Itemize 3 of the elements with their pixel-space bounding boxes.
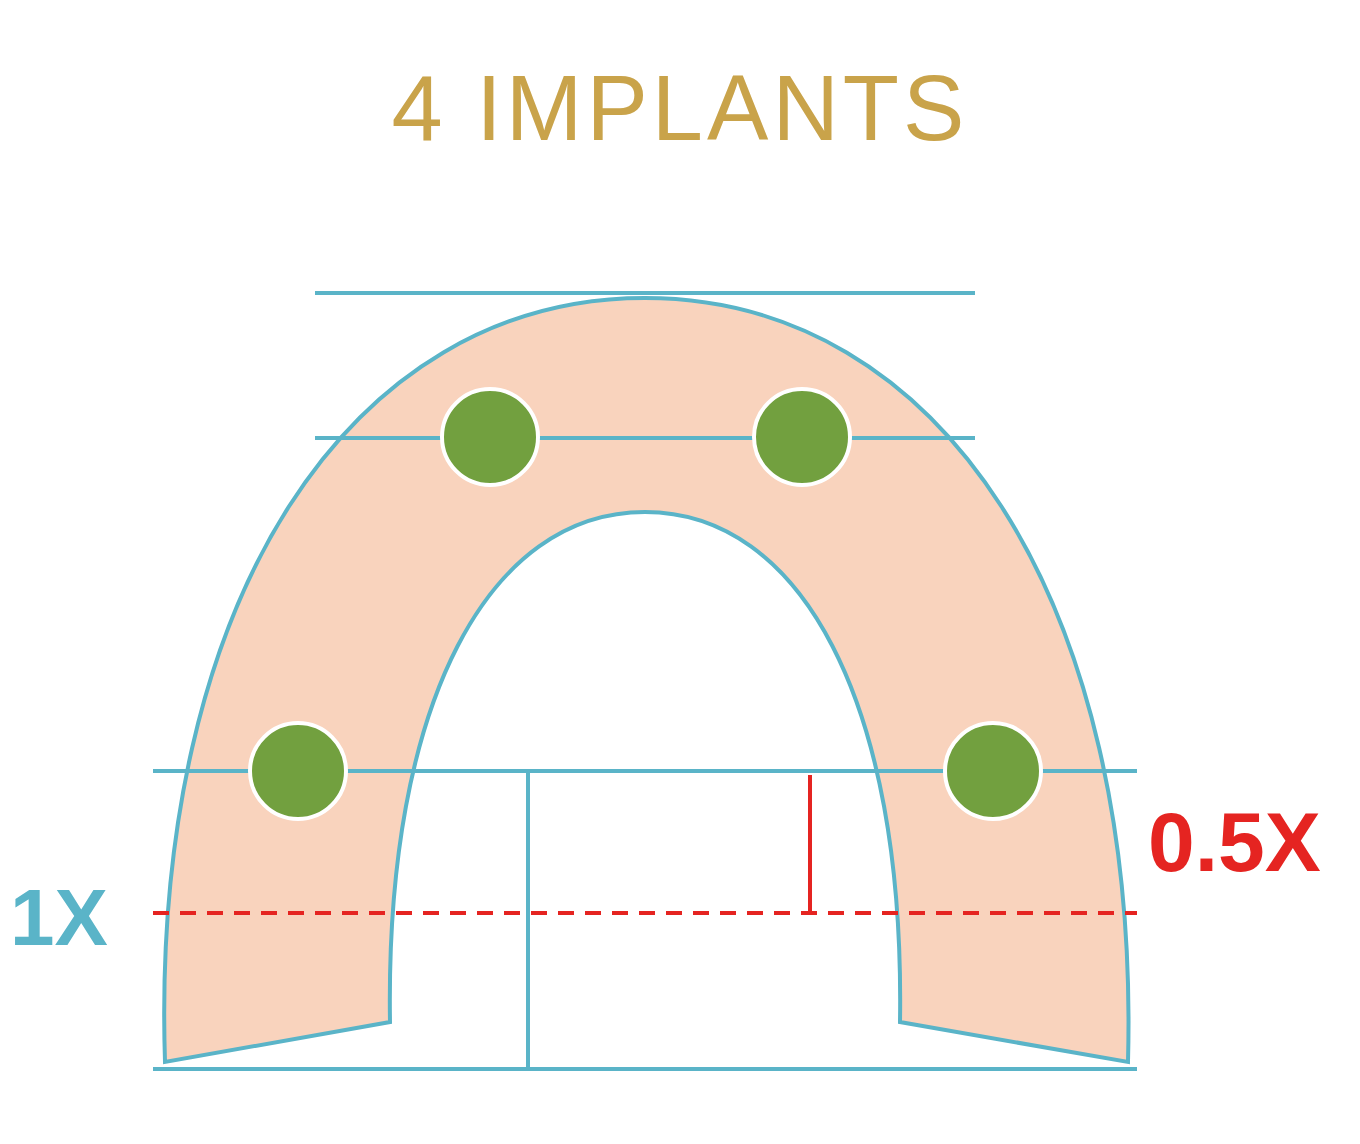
diagram-title: 4 IMPLANTS <box>390 62 970 154</box>
dimension-label: 1X <box>10 878 108 958</box>
dimension-label: 0.5X <box>1148 800 1321 884</box>
